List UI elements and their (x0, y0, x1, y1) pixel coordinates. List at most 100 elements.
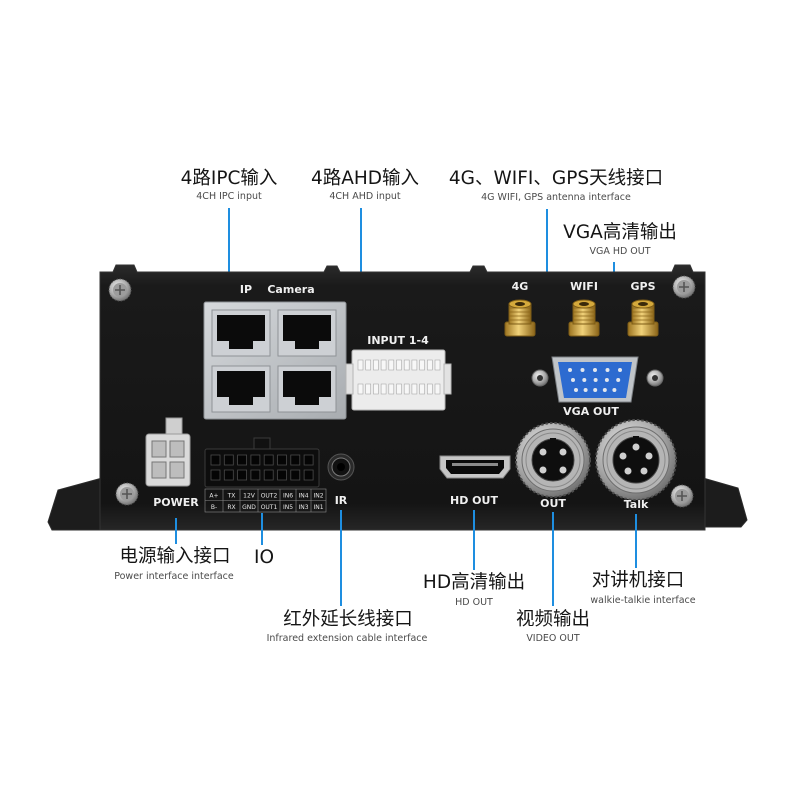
antenna-center-hole (515, 302, 525, 306)
ip-label: IP (240, 283, 252, 296)
input-pin (411, 383, 418, 395)
io-pin (290, 469, 301, 481)
vga-out-label: VGA OUT (563, 405, 619, 418)
callout-hd-subtitle: HD OUT (455, 597, 493, 608)
input-pin (373, 359, 379, 371)
io-label-tx: TX (227, 493, 236, 500)
antenna-gps-connector (627, 299, 659, 337)
input-pin (380, 383, 387, 395)
power-label: POWER (153, 496, 199, 509)
io-pin (250, 454, 261, 466)
io-label-in4: IN4 (298, 493, 308, 500)
callout-vga-title: VGA高清输出 (563, 222, 677, 243)
io-pin (277, 469, 287, 481)
input-pin (373, 383, 379, 395)
input-pin (396, 383, 402, 395)
callout-talk-subtitle: walkie-talkie interface (590, 595, 695, 606)
input-pin (396, 359, 402, 371)
callout-io-title: IO (254, 547, 274, 568)
callout-antenna-subtitle: 4G WIFI, GPS antenna interface (481, 192, 631, 203)
vga-pin (618, 368, 622, 372)
out-label: OUT (540, 497, 566, 510)
vga-pin (583, 388, 588, 392)
vga-connector (531, 356, 664, 403)
left-mounting-flange (47, 477, 103, 531)
callout-video-subtitle: VIDEO OUT (526, 633, 580, 644)
input-pin (365, 383, 372, 395)
vga-pin (593, 388, 598, 392)
rj45-port-block (203, 301, 347, 420)
vga-pin (612, 388, 617, 392)
callout-talk: 对讲机接口 walkie-talkie interface (590, 514, 696, 606)
callout-hd-title: HD高清输出 (423, 572, 525, 593)
talk-label: Talk (624, 498, 649, 511)
input-pin (365, 359, 372, 371)
ir-jack (327, 453, 355, 481)
vga-pin (593, 378, 598, 382)
io-pin (263, 454, 274, 466)
io-label-rx: RX (227, 504, 235, 511)
callout-ir: 红外延长线接口 Infrared extension cable interfa… (267, 510, 428, 644)
callout-power: 电源输入接口 Power interface interface (114, 518, 234, 582)
vga-pin (571, 378, 575, 382)
antenna-4g-connector (504, 299, 536, 337)
right-mounting-flange (702, 477, 748, 528)
input-pin (388, 359, 395, 371)
vga-pin (568, 368, 572, 372)
io-pin (210, 454, 221, 466)
vga-pins (568, 368, 622, 392)
antenna-connectors (504, 299, 659, 337)
camera-label: Camera (267, 283, 314, 296)
antenna-center-hole (638, 302, 648, 306)
hd-out-label: HD OUT (450, 494, 498, 507)
callout-talk-title: 对讲机接口 (592, 570, 685, 591)
io-label-in3: IN3 (298, 504, 308, 511)
io-pin (303, 469, 314, 481)
dvr-device: IP Camera INPUT 1-4 (47, 264, 748, 531)
input-pin (388, 383, 395, 395)
input-pin (357, 359, 364, 371)
rj45-port-4 (277, 365, 337, 413)
antenna-4g-label: 4G (512, 280, 529, 293)
input-pin (403, 383, 410, 395)
io-pin (290, 454, 301, 466)
screw-bottom-right (670, 484, 694, 508)
callout-power-subtitle: Power interface interface (114, 571, 234, 582)
callout-antenna-title: 4G、WIFI、GPS天线接口 (449, 168, 663, 189)
callout-video-title: 视频输出 (516, 609, 590, 630)
input-label: INPUT 1-4 (367, 334, 429, 347)
antenna-wifi-connector (568, 299, 600, 337)
io-label-in6: IN6 (283, 493, 293, 500)
input-pin (419, 359, 425, 371)
io-label-a-plus: A+ (209, 493, 218, 500)
callout-power-title: 电源输入接口 (119, 546, 230, 567)
callout-ipc-title: 4路IPC输入 (181, 168, 278, 189)
io-pin (277, 454, 287, 466)
vga-pin (593, 368, 597, 372)
callout-ir-title: 红外延长线接口 (283, 609, 413, 630)
io-label-in5: IN5 (283, 504, 293, 511)
io-pin (237, 469, 248, 481)
rj45-port-2 (277, 309, 337, 357)
input-pin (403, 359, 410, 371)
callout-ipc-subtitle: 4CH IPC input (196, 191, 262, 202)
io-label-out1: OUT1 (261, 504, 278, 511)
io-label-12v: 12V (243, 493, 256, 500)
io-label-b-minus: B- (211, 504, 217, 511)
vga-pin (605, 368, 610, 372)
talk-aviation-connector (595, 419, 677, 501)
vga-pin (604, 378, 609, 382)
rj45-port-1 (211, 309, 271, 357)
callout-video: 视频输出 VIDEO OUT (516, 512, 590, 644)
input-pin (380, 359, 387, 371)
io-pin (223, 469, 234, 481)
io-connector (204, 437, 320, 488)
io-pin (303, 454, 314, 466)
screw-top-right (672, 275, 696, 299)
ir-label: IR (335, 494, 348, 507)
input-pin (419, 383, 425, 395)
io-pin (250, 469, 261, 481)
callout-io: IO (254, 513, 274, 568)
screw-bottom-left (115, 482, 139, 506)
hdmi-port (439, 455, 511, 479)
